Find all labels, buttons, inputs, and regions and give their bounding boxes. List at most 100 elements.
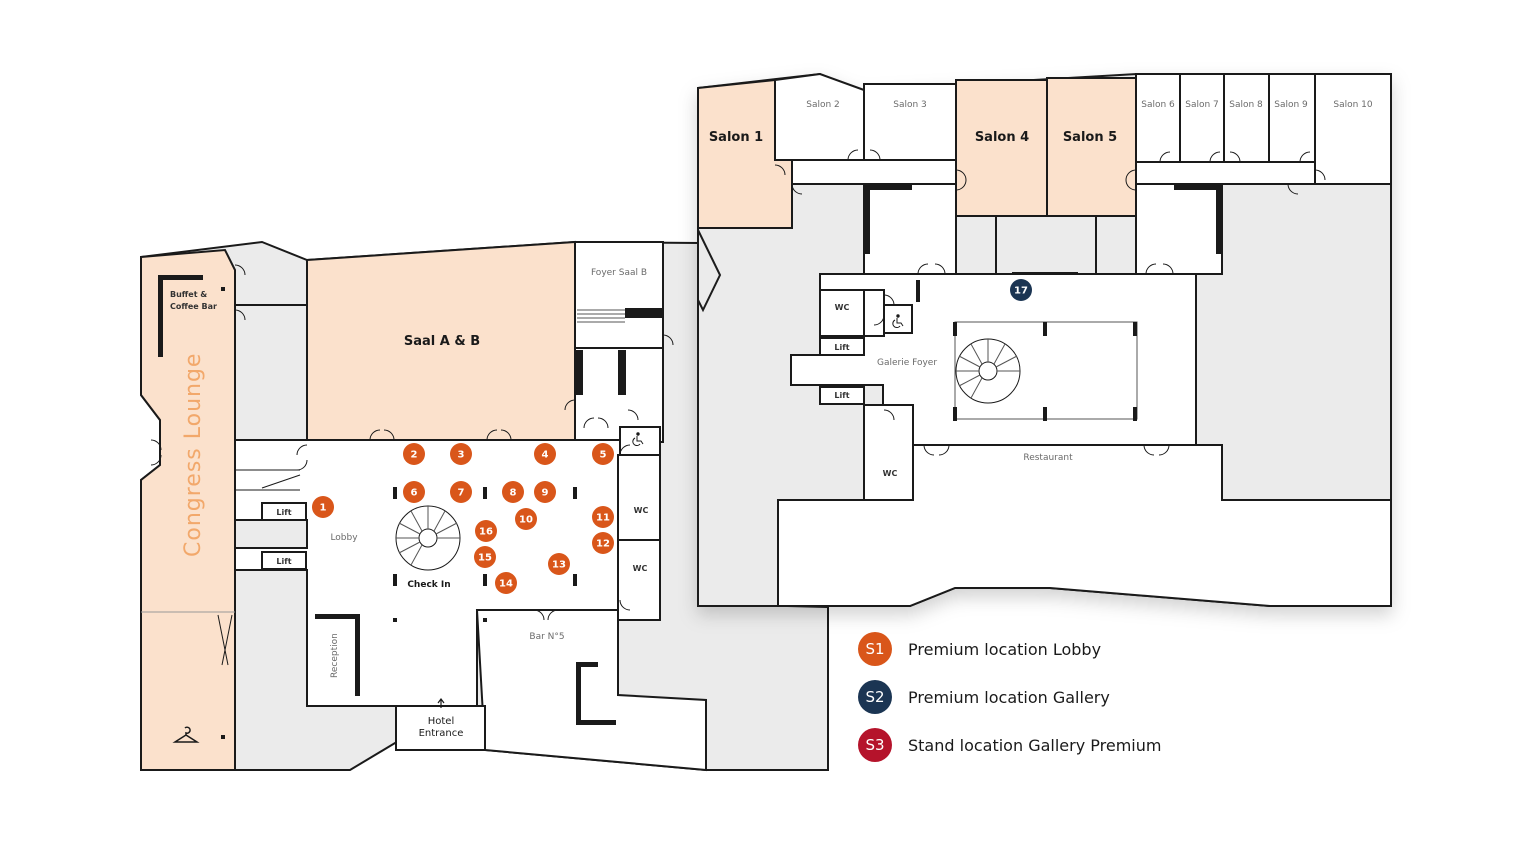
location-marker[interactable]: 17	[1010, 279, 1032, 301]
entrance-label: Entrance	[419, 728, 464, 739]
lobby-label: Lobby	[330, 533, 358, 543]
reception-label: Reception	[330, 633, 340, 678]
restaurant-label: Restaurant	[1023, 453, 1073, 463]
wc-label: WC	[634, 506, 649, 515]
salon-4-label: Salon 4	[975, 130, 1029, 145]
location-marker[interactable]: 5	[592, 443, 614, 465]
marker-dot	[1010, 279, 1032, 301]
salon-7-room	[1179, 73, 1225, 163]
salon-3-label: Salon 3	[893, 100, 927, 110]
marker-dot	[534, 443, 556, 465]
marker-number: 15	[478, 553, 492, 564]
marker-dot	[495, 572, 517, 594]
marker-dot	[502, 481, 524, 503]
spiral-staircase-icon	[955, 338, 1021, 404]
marker-number: 16	[479, 527, 493, 538]
wc-label: WC	[835, 303, 850, 312]
marker-number: 7	[458, 488, 465, 499]
coat-hanger-icon	[172, 726, 200, 743]
location-marker[interactable]: 16	[475, 520, 497, 542]
left-thick-walls	[158, 275, 663, 739]
left-doors	[150, 264, 674, 666]
marker-dot	[403, 443, 425, 465]
saal-a-b-label: Saal A & B	[404, 334, 480, 349]
marker-number: 6	[411, 488, 418, 499]
marker-dot	[403, 481, 425, 503]
legend-item: S1 Premium location Lobby	[858, 632, 1258, 666]
coffee-bar-label: Coffee Bar	[170, 302, 217, 311]
hotel-entrance-area	[395, 705, 486, 751]
foyer-stairs	[575, 309, 663, 349]
legend-badge: S1	[858, 632, 892, 666]
legend-label: Stand location Gallery Premium	[908, 735, 1162, 755]
salon-8-room	[1223, 73, 1270, 163]
marker-dot	[474, 546, 496, 568]
salon-2-room	[774, 72, 865, 161]
location-marker[interactable]: 1	[312, 496, 334, 518]
lift-label: Lift	[276, 508, 291, 517]
marker-dot	[534, 481, 556, 503]
location-marker[interactable]: 15	[474, 546, 496, 568]
marker-number: 3	[458, 450, 465, 461]
marker-dot	[450, 443, 472, 465]
location-marker[interactable]: 13	[548, 553, 570, 575]
location-marker[interactable]: 2	[403, 443, 425, 465]
congress-lounge-room	[140, 248, 236, 771]
location-marker[interactable]: 11	[592, 506, 614, 528]
salon-4-room	[955, 79, 1048, 217]
location-marker[interactable]: 9	[534, 481, 556, 503]
marker-dot	[515, 508, 537, 530]
wc-box-lower	[617, 539, 661, 621]
marker-dot	[450, 481, 472, 503]
location-marker[interactable]: 10	[515, 508, 537, 530]
marker-number: 1	[320, 503, 327, 514]
location-marker[interactable]: 7	[450, 481, 472, 503]
salon-6-room	[1135, 73, 1181, 163]
salon-9-room	[1268, 73, 1316, 163]
marker-dot	[592, 443, 614, 465]
location-marker[interactable]: 6	[403, 481, 425, 503]
restaurant-area	[777, 444, 1392, 607]
location-marker[interactable]: 3	[450, 443, 472, 465]
salon-1-label: Salon 1	[709, 130, 763, 145]
location-marker[interactable]: 4	[534, 443, 556, 465]
right-thick-walls	[864, 184, 1222, 421]
marker-number: 5	[600, 450, 607, 461]
location-marker[interactable]: 8	[502, 481, 524, 503]
galerie-foyer-label: Galerie Foyer	[877, 358, 937, 368]
spiral-staircase-icon	[395, 505, 461, 571]
congress-lounge-label: Congress Lounge	[181, 353, 206, 557]
marker-dot	[312, 496, 334, 518]
bar-no5-label: Bar N°5	[529, 632, 564, 642]
marker-number: 14	[499, 579, 513, 590]
wheelchair-icon	[892, 314, 904, 329]
salon-10-room	[1314, 73, 1392, 185]
legend-label: Premium location Lobby	[908, 639, 1102, 659]
lift-label: Lift	[834, 343, 849, 352]
marker-number: 13	[552, 560, 566, 571]
salon-7-label: Salon 7	[1185, 100, 1219, 110]
check-in-label: Check In	[407, 580, 450, 590]
salon-6-label: Salon 6	[1141, 100, 1175, 110]
arrow-up-icon	[437, 698, 445, 708]
buffet-label: Buffet &	[170, 290, 207, 299]
right-doors	[774, 149, 1326, 456]
wheelchair-icon	[632, 432, 644, 447]
marker-number: 2	[411, 450, 418, 461]
wc-box-upper	[617, 454, 661, 541]
marker-dot	[548, 553, 570, 575]
salon-8-label: Salon 8	[1229, 100, 1263, 110]
marker-dot	[592, 506, 614, 528]
marker-number: 17	[1014, 286, 1028, 297]
salon-9-label: Salon 9	[1274, 100, 1308, 110]
location-marker[interactable]: 14	[495, 572, 517, 594]
marker-number: 10	[519, 515, 533, 526]
location-marker[interactable]: 12	[592, 532, 614, 554]
left-building	[140, 240, 829, 772]
hotel-label: Hotel	[428, 716, 455, 727]
wc-label: WC	[883, 469, 898, 478]
